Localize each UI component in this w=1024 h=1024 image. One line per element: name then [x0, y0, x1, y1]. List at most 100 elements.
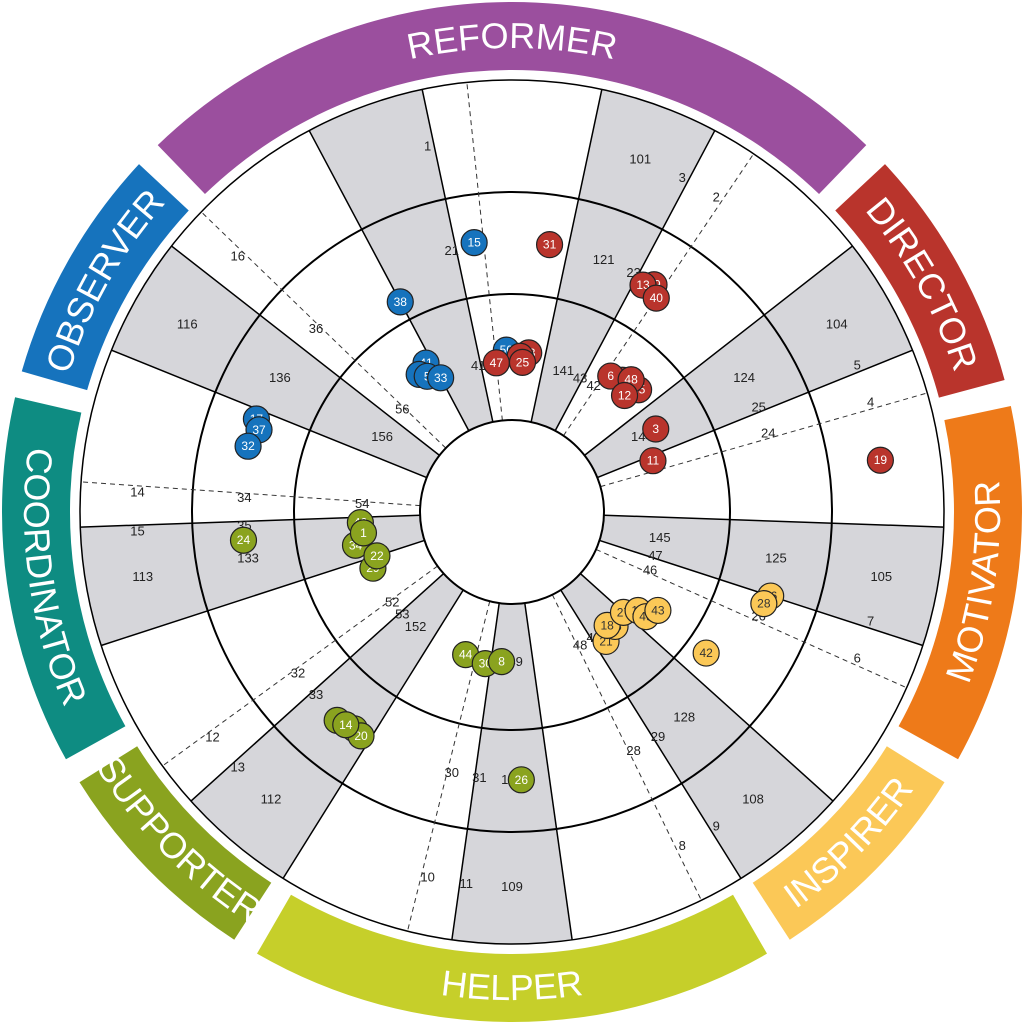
dot-number: 3 [652, 422, 659, 436]
segment-motivator [898, 405, 1022, 760]
dot-22: 22 [363, 542, 391, 570]
dot-26: 26 [507, 766, 535, 794]
inner-cell-number: 46 [643, 563, 657, 578]
dot-47: 47 [482, 349, 510, 377]
dot-33: 33 [427, 364, 455, 392]
dot-43: 43 [644, 596, 672, 625]
dot-number: 22 [370, 549, 384, 563]
dot-19: 19 [866, 446, 894, 474]
inner-cell-number: 145 [649, 530, 671, 545]
segment-observer [21, 164, 189, 391]
dot-circle [363, 542, 391, 570]
outer-cell-number: 12 [205, 730, 219, 745]
dot-14: 14 [332, 711, 360, 739]
dot-number: 14 [339, 718, 353, 732]
dashed-divider [563, 153, 754, 437]
inner-cell-number: 42 [586, 378, 600, 393]
dashed-divider [162, 565, 438, 767]
sector-divider [530, 89, 603, 423]
sector-divider [603, 514, 944, 528]
middle-cell-number: 29 [651, 729, 665, 744]
divider-layer [79, 79, 945, 945]
dot-number: 11 [647, 454, 660, 468]
ring-line [293, 293, 731, 731]
dot-number: 31 [543, 238, 557, 252]
dot-38: 38 [386, 288, 414, 316]
dot-circle [642, 284, 670, 312]
dot-number: 19 [874, 453, 888, 467]
grey-band [599, 515, 944, 646]
dot-circle [750, 590, 778, 618]
dot-number: 40 [650, 291, 664, 305]
dot-15: 15 [460, 229, 488, 257]
dot-3: 3 [642, 415, 670, 443]
segment-reformer [157, 1, 867, 195]
grey-band [80, 515, 425, 646]
dot-circle [229, 526, 258, 554]
sector-divider [421, 89, 494, 423]
middle-cell-number: 24 [761, 426, 775, 441]
dot-number: 26 [515, 773, 529, 787]
outer-cell-number: 14 [130, 484, 144, 499]
inner-cell-number: 54 [355, 496, 369, 511]
outer-cell-number: 6 [854, 651, 861, 666]
inner-cell-number: 156 [371, 429, 393, 444]
inner-cell-number: 52 [385, 594, 399, 609]
dashed-divider [551, 594, 702, 901]
segment-inspirer [752, 746, 945, 940]
grey-band [560, 573, 834, 879]
outer-cell-number: 3 [679, 170, 686, 185]
middle-cell-number: 32 [291, 665, 305, 680]
inner-cell-number: 141 [552, 363, 574, 378]
dot-25: 25 [508, 348, 537, 376]
dot-number: 8 [498, 655, 505, 669]
outer-cell-number: 15 [130, 524, 144, 539]
dot-circle [349, 519, 378, 547]
dot-number: 6 [607, 369, 614, 383]
outer-cell-number: 104 [826, 317, 848, 332]
dot-number: 1 [360, 526, 367, 540]
outer-cell-number: 105 [870, 569, 892, 584]
dot-28: 28 [750, 590, 778, 618]
dot-number: 20 [354, 729, 368, 743]
grey-band [111, 246, 440, 478]
dot-number: 47 [490, 356, 504, 370]
dot-32: 32 [234, 432, 262, 460]
dot-number: 43 [651, 603, 665, 617]
middle-cell-number: 124 [733, 370, 755, 385]
middle-cell-number: 34 [237, 490, 251, 505]
dot-number: 33 [434, 371, 448, 385]
dot-number: 15 [467, 236, 481, 250]
middle-cell-number: 31 [472, 770, 486, 785]
sector-divider [171, 245, 440, 456]
dot-circle [610, 381, 639, 410]
dot-number: 37 [252, 423, 266, 437]
dot-12: 12 [610, 381, 639, 410]
dot-circle [866, 446, 894, 474]
outer-cell-number: 13 [231, 760, 245, 775]
dot-circle [427, 364, 455, 392]
outer-cell-number: 109 [501, 879, 523, 894]
dot-circle [332, 711, 360, 739]
dot-circle [487, 648, 516, 676]
outer-cell-number: 1 [424, 139, 431, 154]
middle-cell-number: 33 [309, 687, 323, 702]
outer-cell-number: 16 [231, 248, 245, 263]
segment-helper [257, 894, 767, 1023]
dot-number: 38 [394, 295, 408, 309]
grey-band [309, 89, 493, 431]
outer-cell-number: 8 [679, 838, 686, 853]
dot-number: 32 [241, 439, 255, 453]
grey-band [531, 89, 715, 431]
middle-cell-number: 25 [751, 399, 765, 414]
middle-cell-number: 133 [237, 551, 259, 566]
dot-circle [508, 348, 537, 376]
middle-cell-number: 21 [444, 243, 458, 258]
sector-divider [560, 589, 742, 879]
segment-label-helper: HELPER [439, 962, 585, 1008]
outer-cell-number: 112 [261, 791, 282, 806]
dot-number: 18 [600, 618, 614, 632]
middle-cell-number: 28 [626, 743, 640, 758]
dot-circle [507, 766, 535, 794]
